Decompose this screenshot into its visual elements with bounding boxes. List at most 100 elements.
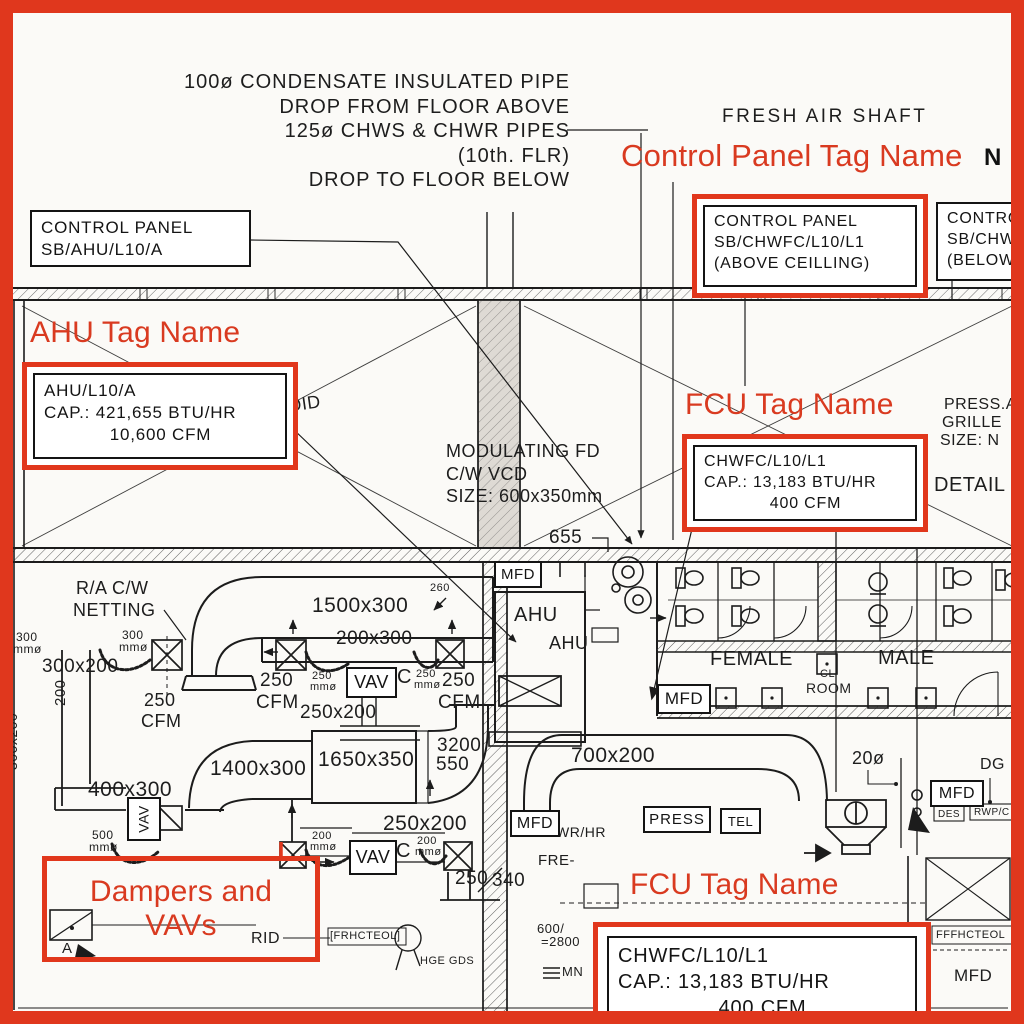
tag-line: CHWFC/L10/L1 (618, 945, 769, 967)
tag-line: CONTROL (947, 210, 1024, 227)
mfd-text: MFD (501, 566, 535, 583)
note-line: DROP FROM FLOOR ABOVE (279, 95, 570, 118)
plan-label: CFM (438, 692, 481, 713)
mfd-text: MFD (664, 689, 704, 708)
plan-label: SIZE: N (940, 432, 1000, 449)
tag-line: 400 CFM (718, 997, 807, 1019)
vav-text: VAV (354, 672, 389, 692)
tel-text: TEL (727, 813, 754, 829)
annotation-dampers-line2: VAVs (145, 909, 217, 942)
plan-label: 1400x300 (210, 757, 307, 780)
plan-label: FFFHCTEOL (936, 929, 1006, 941)
plan-label: 250 (260, 670, 294, 691)
plan-label: 200 (312, 830, 332, 842)
plan-label: AHU (514, 604, 558, 626)
plan-label: SIZE: 600x350mm (446, 486, 603, 506)
plan-label: PRESS.A (944, 396, 1017, 413)
plan-label: 600/ (537, 921, 565, 936)
plan-label: MN (562, 964, 584, 979)
plan-label: =2800 (541, 934, 581, 949)
plan-label: 300 (122, 628, 144, 642)
control-panel-ahu-tag-box: CONTROL PANEL SB/AHU/L10/A (30, 210, 251, 268)
note-line: 125ø CHWS & CHWR PIPES (284, 120, 570, 142)
annotation-fcu-tag-bottom: FCU Tag Name (630, 868, 839, 901)
plan-label: FEMALE (710, 648, 794, 670)
control-panel-clipped-tag-box: CONTROL SB/CHW (BELOW (936, 202, 1024, 281)
plan-label: 200 (52, 679, 69, 706)
ahu-tag-box: AHU/L10/A CAP.: 421,655 BTU/HR 10,600 CF… (33, 373, 287, 459)
plan-label: 250 (312, 670, 332, 682)
tag-line: CAP.: 421,655 BTU/HR (44, 403, 237, 423)
mfd-text: MFD (938, 784, 976, 802)
press-text: PRESS (649, 811, 705, 828)
plan-label: mmø (119, 640, 148, 654)
tag-line: SB/CHWFC/L10/L1 (714, 233, 865, 251)
plan-label: 250 (442, 670, 476, 691)
tag-line: (ABOVE CEILLING) (714, 254, 870, 272)
plan-label: mmø (415, 846, 442, 858)
plan-label: 250 (416, 668, 436, 680)
mfd-label-4: MFD (930, 780, 984, 807)
plan-label: 3200 (437, 735, 482, 756)
vav-text: VAV (136, 805, 152, 833)
plan-label: [FRHCTEOL] (330, 930, 401, 942)
vav-label-3: VAV (349, 840, 397, 875)
mfd-text: MFD (516, 814, 554, 832)
plan-label: mmø (89, 840, 118, 854)
annotation-ahu-tag: AHU Tag Name (30, 316, 241, 349)
plan-label: DES (938, 809, 961, 820)
plan-label: 700x200 (571, 744, 656, 767)
plan-label: 260 (430, 582, 450, 594)
plan-label: DG (980, 756, 1005, 773)
plan-label: 300x200 (42, 656, 119, 677)
tag-line: SB/CHW (947, 230, 1016, 248)
tag-line: CONTROL PANEL (714, 213, 858, 230)
tag-line: CAP.: 13,183 BTU/HR (618, 971, 830, 993)
tag-line: AHU/L10/A (44, 381, 137, 400)
plan-label: AHU (549, 633, 589, 653)
fcu-unit-icon (804, 799, 887, 863)
vav-label-1: VAV (346, 667, 397, 698)
tag-line: CAP.: 13,183 BTU/HR (704, 473, 877, 491)
plan-label: MFD (954, 966, 993, 985)
plan-label: 1650x350 (318, 748, 415, 771)
tag-line: 400 CFM (769, 494, 842, 512)
plan-label: 20ø (852, 748, 885, 768)
fcu-bottom-tag-box: CHWFC/L10/L1 CAP.: 13,183 BTU/HR 400 CFM (607, 936, 917, 1019)
fcu-bottom-annotation-box: CHWFC/L10/L1 CAP.: 13,183 BTU/HR 400 CFM (593, 922, 931, 1024)
plan-label: CFM (141, 711, 182, 731)
fcu-mid-tag-box: CHWFC/L10/L1 CAP.: 13,183 BTU/HR 400 CFM (693, 445, 917, 521)
tag-line: (BELOW (947, 251, 1015, 269)
annotation-dampers-line1: Dampers and (89, 875, 273, 909)
plan-label: 300 (16, 630, 38, 644)
condensate-note: 100ø CONDENSATE INSULATED PIPE DROP FROM… (160, 70, 570, 193)
tag-line: 10,600 CFM (109, 425, 212, 445)
note-line: DROP TO FLOOR BELOW (308, 169, 570, 191)
vav-text: VAV (355, 847, 391, 867)
plan-label: 1500x300 (312, 594, 409, 617)
tag-line: CHWFC/L10/L1 (704, 453, 827, 470)
annotation-control-panel-tag: Control Panel Tag Name (621, 138, 963, 173)
plan-label: C (396, 840, 411, 862)
plan-label: 250 (144, 690, 176, 710)
plan-label: mmø (310, 841, 337, 853)
plan-label: 300x200 (4, 712, 20, 770)
note-line: 100ø CONDENSATE INSULATED PIPE (183, 71, 570, 93)
plan-label: mmø (414, 679, 441, 691)
plan-label: WR/HR (556, 824, 606, 840)
plan-label: A (62, 940, 73, 957)
control-panel-chwfc-annotation-box: CONTROL PANEL SB/CHWFC/L10/L1 (ABOVE CEI… (692, 194, 928, 298)
plan-label: GRILLE (942, 414, 1002, 431)
fresh-air-shaft-label: FRESH AIR SHAFT (722, 106, 928, 127)
plan-label: FRE- (538, 852, 575, 869)
fcu-mid-annotation-box: CHWFC/L10/L1 CAP.: 13,183 BTU/HR 400 CFM (682, 434, 928, 532)
tag-line: CONTROL PANEL (41, 218, 194, 237)
north-label: N (984, 144, 1002, 171)
plan-label: HGE GDS (420, 955, 475, 967)
flex-connector-icon (98, 648, 448, 867)
plan-label: RID (251, 930, 281, 947)
note-line: (10th. FLR) (457, 144, 570, 167)
plan-label: 200x300 (336, 628, 413, 649)
